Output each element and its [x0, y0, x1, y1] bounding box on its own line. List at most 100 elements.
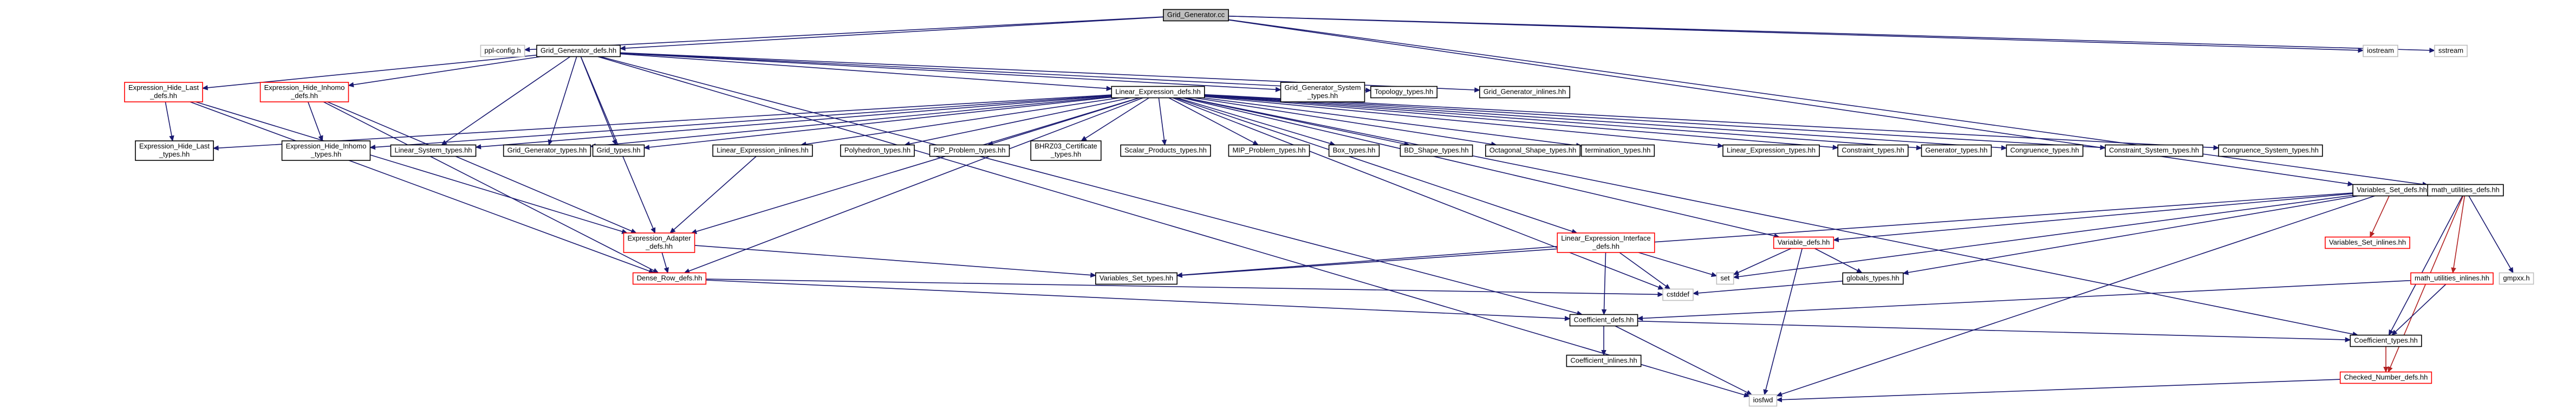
node-box	[2363, 44, 2398, 57]
edge-arrowhead	[1733, 270, 1740, 275]
edge-line	[1765, 248, 1803, 390]
node-box-types[interactable]: Box_types.hh	[1328, 144, 1380, 157]
node-variables-set-types[interactable]: Variables_Set_types.hh	[1095, 272, 1178, 285]
node-box	[536, 44, 621, 57]
node-box	[281, 140, 371, 161]
node-label: Polyhedron_types.hh	[844, 146, 910, 154]
node-le-inlines[interactable]: Linear_Expression_inlines.hh	[712, 144, 813, 157]
node-label: BD_Shape_types.hh	[1404, 146, 1468, 154]
edge-le-defs-to-congruence-types	[1204, 94, 2007, 151]
node-label: _defs.hh	[1592, 242, 1619, 250]
edge-variables-set-defs-to-globals-types	[1902, 195, 2359, 275]
node-mip-problem-types[interactable]: MIP_Problem_types.hh	[1228, 144, 1310, 157]
edge-line	[1174, 97, 1573, 232]
node-box	[1722, 144, 1820, 157]
node-box	[592, 144, 645, 157]
node-label: Congruence_types.hh	[2010, 146, 2079, 154]
edge-line	[600, 56, 1578, 314]
node-linear-system-types[interactable]: Linear_System_types.hh	[390, 144, 477, 157]
node-gg-types[interactable]: Grid_Generator_types.hh	[503, 144, 591, 157]
edges-layer	[165, 15, 2514, 403]
node-label: Octagonal_Shape_types.hh	[1489, 146, 1576, 154]
edge-arrowhead	[2391, 329, 2398, 336]
node-checked-number-defs[interactable]: Checked_Number_defs.hh	[2339, 371, 2432, 384]
edge-arrowhead	[1916, 145, 1922, 151]
edge-dense-row-defs-to-cstddef	[706, 279, 1664, 297]
node-coefficient-inlines[interactable]: Coefficient_inlines.hh	[1566, 354, 1642, 367]
node-le-interface-defs[interactable]: Linear_Expression_Interface_defs.hh	[1557, 232, 1655, 253]
node-le-defs[interactable]: Linear_Expression_defs.hh	[1111, 86, 1205, 99]
node-expr-hide-last-types[interactable]: Expression_Hide_Last_types.hh	[135, 140, 214, 161]
node-congruence-types[interactable]: Congruence_types.hh	[2006, 144, 2084, 157]
edge-coefficient-defs-to-coefficient-types	[1637, 320, 2351, 342]
edge-math-utilities-defs-to-math-utilities-inlines	[2451, 196, 2466, 274]
node-constraint-system-types[interactable]: Constraint_System_types.hh	[2105, 144, 2203, 157]
node-gg-system-types[interactable]: Grid_Generator_System_types.hh	[1280, 82, 1365, 102]
node-polyhedron-types[interactable]: Polyhedron_types.hh	[840, 144, 915, 157]
edge-variables-set-defs-to-set	[1733, 195, 2353, 280]
node-coefficient-defs[interactable]: Coefficient_defs.hh	[1569, 314, 1638, 327]
node-box	[1485, 144, 1581, 157]
node-label: Box_types.hh	[1333, 146, 1376, 154]
edge-arrowhead	[369, 144, 376, 150]
node-coefficient-types[interactable]: Coefficient_types.hh	[2350, 334, 2422, 347]
node-box	[1773, 236, 1835, 249]
node-le-types[interactable]: Linear_Expression_types.hh	[1722, 144, 1820, 157]
node-pip-problem-types[interactable]: PIP_Problem_types.hh	[929, 144, 1010, 157]
node-variable-defs[interactable]: Variable_defs.hh	[1773, 236, 1835, 249]
node-label: Generator_types.hh	[1926, 146, 1988, 154]
node-congruence-system-types[interactable]: Congruence_System_types.hh	[2218, 144, 2323, 157]
node-sstream[interactable]: sstream	[2434, 44, 2468, 57]
edge-line	[1603, 252, 1606, 310]
node-math-utilities-defs[interactable]: math_utilities_defs.hh	[2427, 184, 2504, 197]
node-label: _types.hh	[1050, 150, 1081, 158]
edge-line	[550, 56, 577, 141]
edge-variable-defs-to-globals-types	[1814, 248, 1863, 274]
node-gmpxx[interactable]: gmpxx.h	[2499, 272, 2534, 285]
node-globals-types[interactable]: globals_types.hh	[1842, 272, 1904, 285]
node-set[interactable]: set	[1716, 272, 1734, 285]
node-label: Coefficient_types.hh	[2354, 336, 2418, 345]
node-box	[1569, 314, 1638, 327]
edge-dense-row-defs-to-coefficient-defs	[706, 280, 1571, 321]
edge-le-interface-defs-to-cstddef	[1619, 252, 1671, 290]
edge-line	[1615, 325, 1748, 393]
node-scalar-products-types[interactable]: Scalar_Products_types.hh	[1120, 144, 1211, 157]
node-label: _types.hh	[310, 150, 341, 158]
node-cstddef[interactable]: cstddef	[1662, 288, 1694, 301]
node-gg-defs[interactable]: Grid_Generator_defs.hh	[536, 44, 621, 57]
edge-le-defs-to-congruence-system-types	[1204, 94, 2220, 151]
node-dense-row-defs[interactable]: Dense_Row_defs.hh	[632, 272, 707, 285]
node-grid-types[interactable]: Grid_types.hh	[592, 144, 645, 157]
edge-line	[649, 96, 1112, 148]
edge-math-utilities-defs-to-gmpxx	[2468, 196, 2514, 274]
edge-arrowhead	[2358, 47, 2364, 53]
node-expr-adapter-defs[interactable]: Expression_Adapter_defs.hh	[623, 232, 695, 253]
node-math-utilities-inlines[interactable]: math_utilities_inlines.hh	[2410, 272, 2494, 285]
node-label: Linear_Expression_defs.hh	[1115, 88, 1201, 96]
edge-line	[1204, 95, 1833, 148]
node-iosfwd[interactable]: iosfwd	[1748, 394, 1778, 407]
node-expr-hide-inhomo-defs[interactable]: Expression_Hide_Inhomo_defs.hh	[259, 82, 349, 102]
edge-coefficient-types-to-checked-number-defs	[2383, 346, 2389, 373]
node-termination-types[interactable]: termination_types.hh	[1580, 144, 1655, 157]
edge-arrowhead	[1637, 315, 1643, 321]
node-octagonal-shape-types[interactable]: Octagonal_Shape_types.hh	[1485, 144, 1581, 157]
edge-arrowhead	[643, 145, 650, 150]
node-expr-hide-last-defs[interactable]: Expression_Hide_Last_defs.hh	[124, 82, 203, 102]
node-topology-types[interactable]: Topology_types.hh	[1370, 86, 1438, 99]
node-expr-hide-inhomo-types[interactable]: Expression_Hide_Inhomo_types.hh	[281, 140, 371, 161]
node-bhrz03-types[interactable]: BHRZ03_Certificate_types.hh	[1030, 140, 1102, 161]
node-gg-inlines[interactable]: Grid_Generator_inlines.hh	[1479, 86, 1571, 99]
node-variables-set-defs[interactable]: Variables_Set_defs.hh	[2352, 184, 2431, 197]
node-bd-shape-types[interactable]: BD_Shape_types.hh	[1400, 144, 1473, 157]
node-constraint-types[interactable]: Constraint_types.hh	[1837, 144, 1909, 157]
edge-gg-defs-to-expr-hide-last-defs	[201, 54, 537, 90]
node-label: Expression_Hide_Inhomo	[264, 83, 345, 92]
edge-line	[1814, 248, 1858, 271]
node-generator-types[interactable]: Generator_types.hh	[1921, 144, 1992, 157]
node-ppl-config[interactable]: ppl-config.h	[480, 44, 525, 57]
edge-arrowhead	[548, 139, 553, 146]
node-iostream[interactable]: iostream	[2363, 44, 2398, 57]
node-variables-set-inlines[interactable]: Variables_Set_inlines.hh	[2325, 236, 2410, 249]
